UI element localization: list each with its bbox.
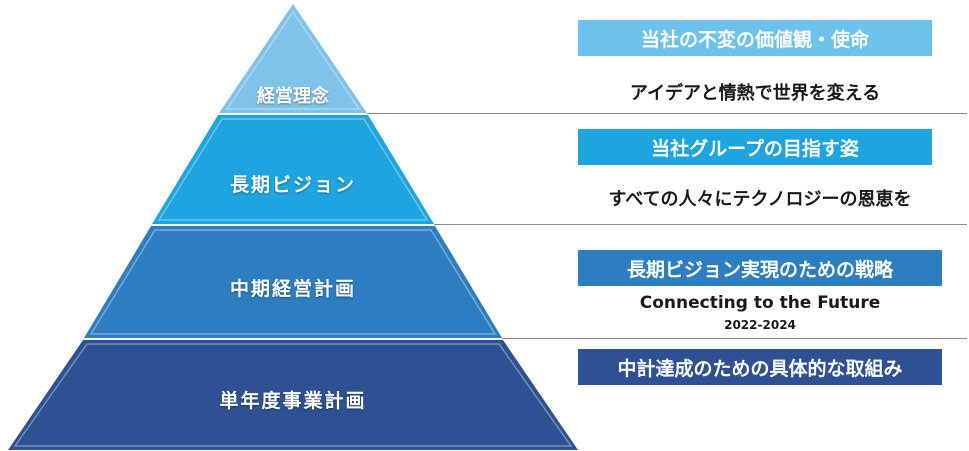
- tier-label-philosophy: 経営理念: [257, 86, 329, 107]
- pyramid-tier-4: [8, 340, 578, 450]
- vision-description: すべての人々にテクノロジーの恩恵を: [608, 189, 912, 210]
- separator-line: [367, 113, 967, 114]
- tier-label-annual-plan: 単年度事業計画: [219, 390, 367, 412]
- separator-line: [434, 224, 967, 225]
- pyramid-tier-2: [152, 115, 434, 224]
- philosophy-description: アイデアと情熱で世界を変える: [629, 83, 881, 104]
- tier-label-medium-term-plan: 中期経営計画: [229, 278, 356, 300]
- strategy-description: Connecting to the Future: [639, 293, 881, 313]
- banner-concrete-actions: 中計達成のための具体的な取組み: [578, 349, 942, 385]
- separator-line: [502, 338, 967, 339]
- strategy-period: 2022-2024: [724, 318, 796, 332]
- banner-values-mission: 当社の不変の価値観・使命: [578, 20, 932, 56]
- tier-label-long-term-vision: 長期ビジョン: [229, 174, 356, 196]
- banner-strategy: 長期ビジョン実現のための戦略: [578, 250, 942, 286]
- pyramid-tier-3: [84, 226, 502, 338]
- banner-group-aspiration: 当社グループの目指す姿: [578, 129, 932, 165]
- pyramid-tier-1: [219, 4, 367, 113]
